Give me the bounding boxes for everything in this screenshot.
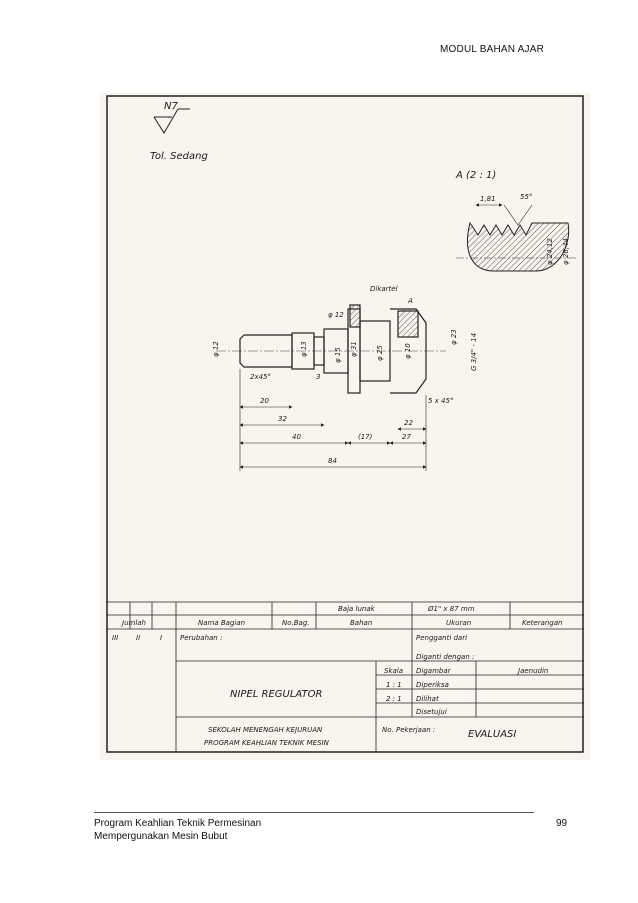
dim-d15: φ 15 xyxy=(334,347,342,363)
detail-pitch: 1,81 xyxy=(480,195,496,203)
no-pekerjaan: No. Pekerjaan : xyxy=(382,726,435,734)
perubahan: Perubahan : xyxy=(180,634,222,642)
label-dilihat: Dilihat xyxy=(416,695,439,703)
row-c: I xyxy=(160,634,162,642)
col-ukuran: Ukuran xyxy=(446,619,471,627)
pengganti-dari: Pengganti dari xyxy=(416,634,467,642)
section-mark: A xyxy=(407,297,413,305)
evaluasi-note: EVALUASI xyxy=(468,729,516,740)
length-dimensions xyxy=(239,369,427,471)
dim-l22: 22 xyxy=(404,419,413,427)
dim-chamfer-left: 2x45° xyxy=(250,373,271,381)
dim-d23: φ 23 xyxy=(450,329,458,345)
drawing-border xyxy=(106,95,584,753)
label-disetujui: Disetujui xyxy=(416,708,447,716)
col-keterangan: Keterangan xyxy=(522,619,562,627)
dim-d31: φ 31 xyxy=(350,341,358,357)
label-digambar: Digambar xyxy=(416,667,452,675)
footer-subject: Mempergunakan Mesin Bubut xyxy=(94,831,228,842)
detail-minor-dia: φ 24,12 xyxy=(546,238,554,265)
part-profile xyxy=(216,304,446,394)
detail-a-view: A (2 : 1) 1,81 55° φ 24,12 φ 26,44 xyxy=(455,170,576,272)
detail-major-dia: φ 26,44 xyxy=(562,238,570,265)
surface-finish-symbol: N7 xyxy=(153,101,190,134)
skala-2: 2 : 1 xyxy=(386,695,402,703)
knurl-note: Dikartel xyxy=(370,285,398,293)
footer-program: Program Keahlian Teknik Permesinan xyxy=(94,818,262,829)
detail-angle: 55° xyxy=(520,193,532,201)
dim-chamfer-right: 5 x 45° xyxy=(428,397,453,405)
dim-d13: φ 13 xyxy=(300,341,308,357)
skala-label: Skala xyxy=(384,667,403,675)
dim-thread: G 3/4" - 14 xyxy=(470,333,478,371)
dim-d12-left: φ 12 xyxy=(212,341,220,357)
school-line-2: PROGRAM KEAHLIAN TEKNIK MESIN xyxy=(204,739,330,747)
surface-finish-label: N7 xyxy=(164,101,178,112)
drawing-sheet-background xyxy=(100,93,590,760)
page-number: 99 xyxy=(556,818,568,829)
module-header: MODUL BAHAN AJAR xyxy=(440,44,544,55)
dim-l27: 27 xyxy=(402,433,411,441)
school-line-1: SEKOLAH MENENGAH KEJURUAN xyxy=(208,726,323,734)
col-jumlah: Jumlah xyxy=(120,619,146,627)
drafter-name: Jaenudin xyxy=(516,667,548,675)
dim-d12-top: φ 12 xyxy=(328,311,344,319)
part-title: NIPEL REGULATOR xyxy=(230,689,322,700)
dim-l32: 32 xyxy=(278,415,287,423)
dim-l17: (17) xyxy=(358,433,373,441)
footer-divider xyxy=(94,812,534,813)
row-b: II xyxy=(136,634,140,642)
dim-groove-width: 3 xyxy=(316,373,320,381)
stock-size: Ø1" x 87 mm xyxy=(427,605,475,613)
dim-d25: φ 25 xyxy=(376,345,384,361)
title-block-text: Baja lunak Ø1" x 87 mm Jumlah Nama Bagia… xyxy=(112,605,562,747)
dim-d10: φ 10 xyxy=(404,343,412,359)
row-a: III xyxy=(112,634,118,642)
dim-l20: 20 xyxy=(260,397,269,405)
col-nama-bagian: Nama Bagian xyxy=(198,619,245,627)
diganti-dengan: Diganti dengan : xyxy=(416,653,474,661)
material-name: Baja lunak xyxy=(338,605,376,613)
title-block xyxy=(106,601,584,752)
col-no-bag: No.Bag. xyxy=(282,619,310,627)
dim-l40: 40 xyxy=(292,433,301,441)
tolerance-note: Tol. Sedang xyxy=(150,151,208,162)
col-bahan: Bahan xyxy=(350,619,372,627)
label-diperiksa: Diperiksa xyxy=(416,681,449,689)
detail-label: A (2 : 1) xyxy=(455,170,496,181)
skala-1: 1 : 1 xyxy=(386,681,402,689)
dim-l84: 84 xyxy=(328,457,337,465)
technical-drawing: N7 Tol. Sedang A (2 : 1) 1,81 55° φ 24,1… xyxy=(106,95,584,753)
